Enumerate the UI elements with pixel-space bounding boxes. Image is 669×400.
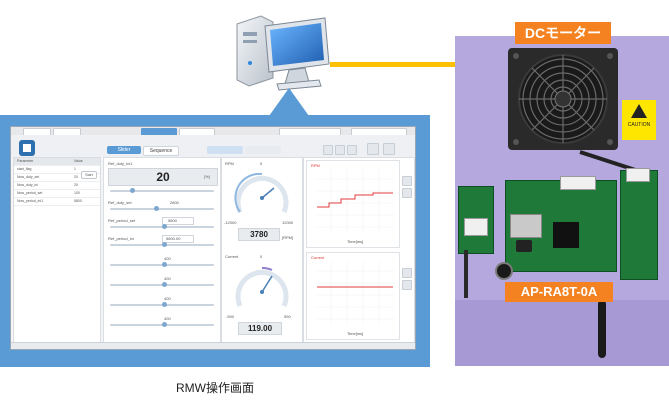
start-button[interactable]: Start — [81, 171, 97, 179]
inverter-board — [620, 170, 658, 280]
photo-floor — [455, 300, 669, 366]
slider-knob[interactable] — [162, 282, 167, 287]
gauge-label: Current — [225, 254, 239, 259]
chart-tool-icon[interactable] — [402, 268, 412, 278]
rpm-gauge — [234, 172, 289, 213]
chart-xlabel: Time[ms] — [347, 239, 364, 244]
slider-value: 400 — [164, 256, 171, 261]
slider-knob[interactable] — [162, 262, 167, 267]
slider-track[interactable] — [110, 208, 214, 210]
duty-slider-knob[interactable] — [130, 188, 135, 193]
gauge-top-value: 0 — [260, 254, 263, 259]
slider-value: 5800.00 — [166, 236, 181, 241]
board-connector — [464, 218, 488, 236]
mcu-chip — [553, 222, 579, 248]
settings-icon[interactable] — [367, 143, 379, 155]
list-header: Parameter Value — [14, 158, 100, 166]
callout-pointer — [269, 88, 309, 116]
rpm-value: 3780 — [238, 228, 280, 241]
slider-value: 5800 — [168, 218, 177, 223]
slider-knob[interactable] — [162, 224, 167, 229]
gear-icon[interactable] — [383, 143, 395, 155]
toolbar-icon[interactable] — [347, 145, 357, 155]
chart-tool-icon[interactable] — [402, 280, 412, 290]
value-field[interactable] — [162, 217, 194, 225]
warning-icon — [631, 104, 647, 118]
status-bar — [11, 342, 415, 349]
slider-label: Ref_period_set — [108, 218, 136, 223]
slider-knob[interactable] — [162, 322, 167, 327]
app-logo-icon — [19, 140, 35, 156]
chart-panel: RPM Time[ms] Current — [303, 157, 415, 344]
current-value: 119.00 — [238, 322, 282, 335]
slider-value: 400 — [164, 296, 171, 301]
current-gauge — [235, 266, 289, 307]
board-label: AP-RA8T-0A — [505, 282, 613, 302]
slider-knob[interactable] — [154, 206, 159, 211]
toolbar-icon[interactable] — [335, 145, 345, 155]
value-field[interactable] — [162, 235, 194, 243]
caution-text: CAUTION — [627, 122, 651, 128]
rpm-unit: [RPM] — [282, 235, 294, 240]
chart-legend: RPM — [311, 163, 320, 168]
gauge-max: 12000 — [282, 220, 294, 225]
chart-tool-icon[interactable] — [402, 188, 412, 198]
current-plot — [315, 261, 395, 325]
gauge-max: 590 — [284, 314, 291, 319]
chart-legend: Current — [311, 255, 325, 260]
toolbar-icon[interactable] — [323, 145, 333, 155]
chart-tool-icon[interactable] — [402, 176, 412, 186]
duty-slider-track[interactable] — [110, 190, 214, 192]
duty-value[interactable]: 20 — [108, 168, 218, 186]
tab-slider[interactable]: Slider — [107, 146, 141, 154]
param-title: Ref_duty_ini1 — [108, 161, 133, 166]
tab-sequence[interactable]: Sequence — [143, 146, 179, 156]
rpm-chart: RPM Time[ms] — [306, 160, 400, 248]
toggle-left[interactable] — [207, 146, 243, 154]
slider-label: Ref_duty_set — [108, 200, 132, 205]
motor-label: DCモーター — [515, 22, 611, 44]
gauge-panel: RPM 0 -12000 12000 3780 [RPM] Current 0 … — [221, 157, 303, 344]
gauge-label: RPM — [225, 161, 234, 166]
slider-value: 2800 — [170, 200, 179, 205]
dc-motor-fan — [508, 48, 618, 150]
gauge-min: -590 — [226, 314, 235, 319]
slider-value: 400 — [164, 276, 171, 281]
power-cable — [598, 300, 606, 358]
pc-icon — [233, 8, 333, 94]
slider-knob[interactable] — [162, 242, 167, 247]
gauge-top-value: 0 — [260, 161, 263, 166]
usb-port — [510, 214, 542, 238]
capacitor — [516, 240, 532, 252]
knob-icon — [495, 262, 513, 280]
current-chart: Current Time[ms] — [306, 252, 400, 340]
rmw-screen: Slider Sequence Parameter Value start_fl… — [10, 126, 416, 350]
board-connector — [626, 168, 650, 182]
slider-label: Ref_period_ini — [108, 236, 134, 241]
fan-grill-icon — [513, 53, 613, 145]
slider-knob[interactable] — [162, 302, 167, 307]
connection-line — [330, 62, 470, 67]
gauge-min: -12000 — [224, 220, 237, 225]
chart-xlabel: Time[ms] — [347, 331, 364, 336]
caution-sticker: CAUTION — [622, 100, 656, 140]
rpm-plot — [315, 169, 395, 233]
toggle-right[interactable] — [245, 146, 281, 154]
duty-unit: [%] — [204, 174, 210, 179]
slider-value: 400 — [164, 316, 171, 321]
board-connector — [560, 176, 596, 190]
caption: RMW操作画面 — [176, 381, 254, 395]
slider-panel: Ref_duty_ini1 20 [%] Ref_duty_set 2800 R… — [103, 157, 221, 344]
cable — [464, 250, 468, 298]
